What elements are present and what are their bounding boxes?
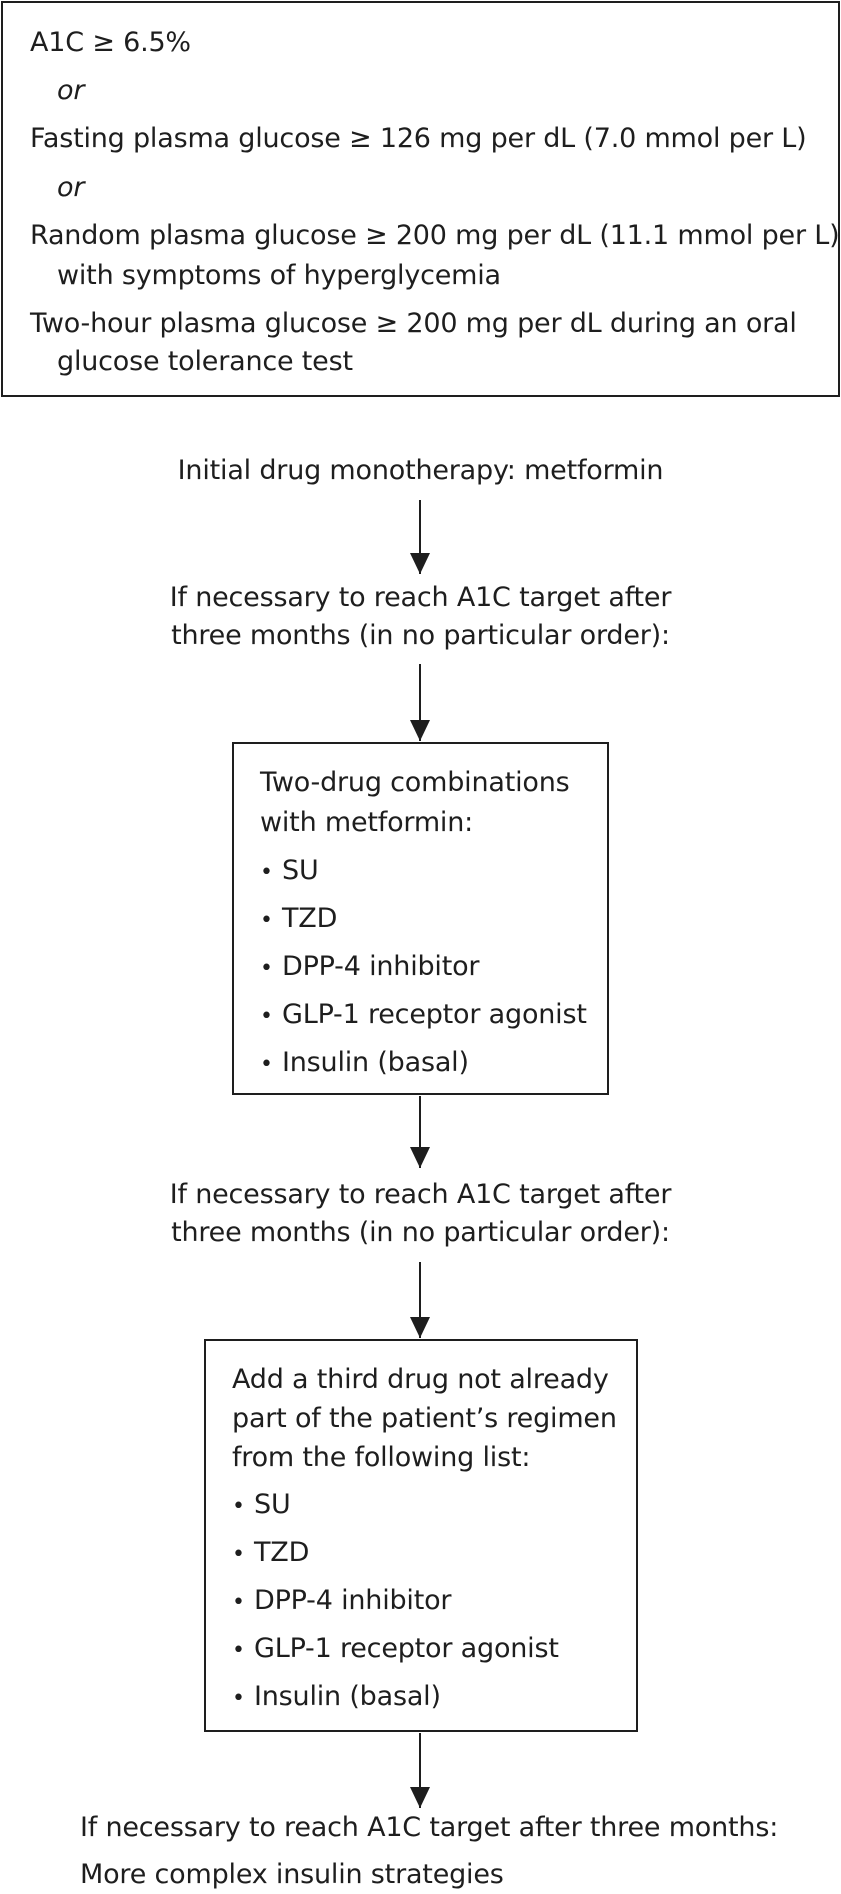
third-drug-item: •DPP-4 inhibitor xyxy=(232,1582,452,1622)
step1-text-line-2: three months (in no particular order): xyxy=(171,620,670,651)
final-text-line-2: More complex insulin strategies xyxy=(80,1859,504,1890)
two-drug-combination-box: Two-drug combinations with metformin: •S… xyxy=(232,742,609,1095)
bullet-icon: • xyxy=(232,1686,245,1711)
third-drug-title-line-1: Add a third drug not already xyxy=(232,1364,609,1395)
third-drug-title-line-2: part of the patient’s regimen xyxy=(232,1403,617,1434)
arrow-to-final xyxy=(410,1733,430,1808)
criterion-fasting: Fasting plasma glucose ≥ 126 mg per dL (… xyxy=(30,123,807,154)
third-drug-item: •GLP-1 receptor agonist xyxy=(232,1630,559,1670)
arrow-to-step2 xyxy=(410,1096,430,1168)
two-drug-item: •SU xyxy=(260,852,319,892)
bullet-icon: • xyxy=(260,908,273,933)
arrow-to-step1 xyxy=(410,500,430,574)
bullet-icon: • xyxy=(232,1494,245,1519)
two-drug-item: •Insulin (basal) xyxy=(260,1044,469,1084)
criterion-twohour-line-2: glucose tolerance test xyxy=(57,346,353,377)
third-drug-item: •Insulin (basal) xyxy=(232,1678,441,1718)
two-drug-title-line-2: with metformin: xyxy=(260,807,474,838)
bullet-icon: • xyxy=(260,1052,273,1077)
bullet-icon: • xyxy=(260,1004,273,1029)
criterion-random-line-1: Random plasma glucose ≥ 200 mg per dL (1… xyxy=(30,220,840,251)
third-drug-item: •SU xyxy=(232,1486,291,1526)
arrow-to-third-drug-box xyxy=(410,1262,430,1338)
two-drug-item: •GLP-1 receptor agonist xyxy=(260,996,587,1036)
bullet-icon: • xyxy=(260,956,273,981)
third-drug-title-line-3: from the following list: xyxy=(232,1442,531,1473)
two-drug-item: •DPP-4 inhibitor xyxy=(260,948,480,988)
initial-therapy-text: Initial drug monotherapy: metformin xyxy=(177,455,664,486)
two-drug-title-line-1: Two-drug combinations xyxy=(260,767,570,798)
bullet-icon: • xyxy=(232,1638,245,1663)
third-drug-box: Add a third drug not already part of the… xyxy=(204,1339,638,1732)
third-drug-item: •TZD xyxy=(232,1534,309,1574)
step2-text-line-2: three months (in no particular order): xyxy=(171,1217,670,1248)
two-drug-item: •TZD xyxy=(260,900,337,940)
bullet-icon: • xyxy=(232,1590,245,1615)
criterion-random-line-2: with symptoms of hyperglycemia xyxy=(57,260,501,291)
arrow-to-two-drug-box xyxy=(410,664,430,741)
final-text-line-1: If necessary to reach A1C target after t… xyxy=(80,1812,779,1843)
diagnostic-criteria-box: A1C ≥ 6.5% or Fasting plasma glucose ≥ 1… xyxy=(1,1,840,397)
bullet-icon: • xyxy=(232,1542,245,1567)
criterion-or-2: or xyxy=(57,172,85,203)
criterion-twohour-line-1: Two-hour plasma glucose ≥ 200 mg per dL … xyxy=(30,308,797,339)
step2-text-line-1: If necessary to reach A1C target after xyxy=(169,1179,672,1210)
step1-text-line-1: If necessary to reach A1C target after xyxy=(169,582,672,613)
criterion-or-1: or xyxy=(57,75,85,106)
bullet-icon: • xyxy=(260,860,273,885)
criterion-a1c: A1C ≥ 6.5% xyxy=(30,27,191,58)
